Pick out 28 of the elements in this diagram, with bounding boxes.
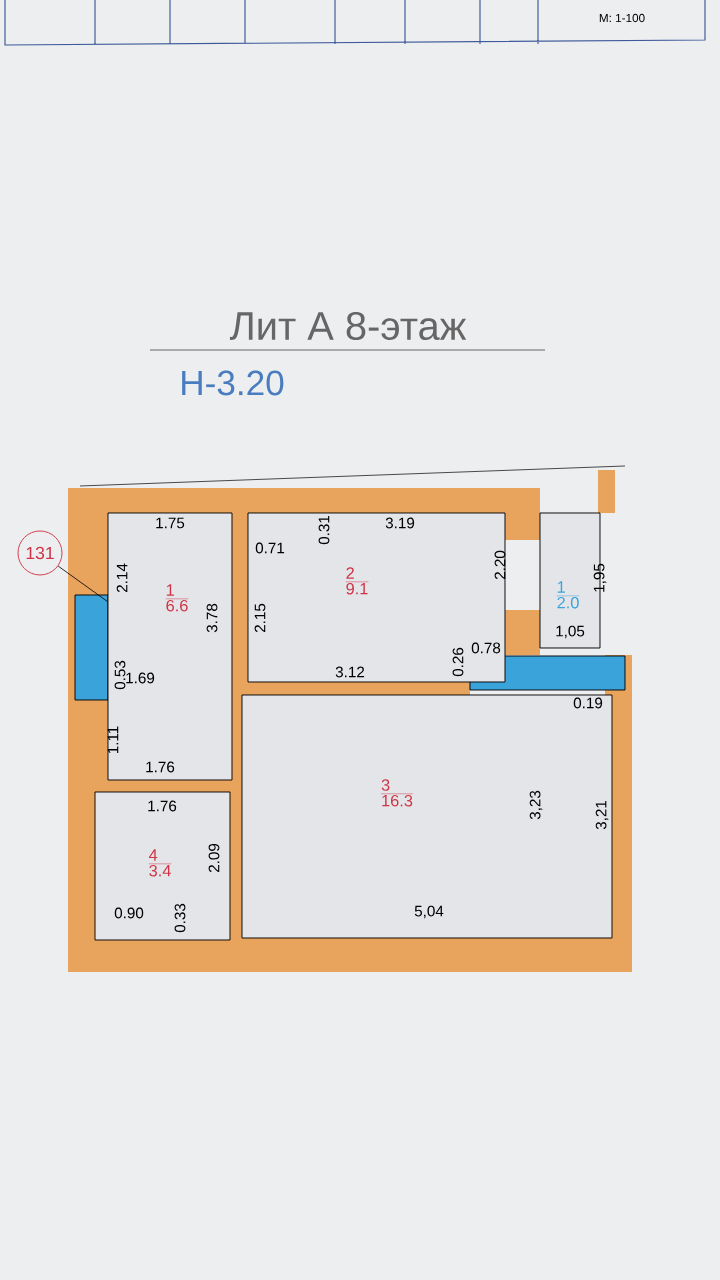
dimension-label: 1.69 bbox=[126, 672, 155, 684]
dimension-label: 1.11 bbox=[107, 726, 119, 754]
dimension-label: 3.19 bbox=[385, 517, 415, 529]
dimension-label: 3,23 bbox=[529, 790, 543, 820]
dimension-label: 0.19 bbox=[573, 697, 603, 709]
dimension-label: 3.78 bbox=[206, 603, 218, 633]
title: Лит А 8-этаж bbox=[229, 311, 467, 341]
dimension-label: 0.71 bbox=[255, 542, 285, 554]
dimension-label: 2.14 bbox=[116, 563, 128, 593]
dimension-label: 2.09 bbox=[208, 843, 220, 873]
dimension-label: 0.53 bbox=[114, 660, 126, 690]
dimension-label: 1.76 bbox=[148, 800, 177, 812]
dimension-label: 2.15 bbox=[254, 603, 266, 633]
dimension-label: 0.31 bbox=[318, 515, 330, 545]
dimension-label: 0.33 bbox=[174, 903, 186, 933]
dimension-label: 1.75 bbox=[156, 517, 185, 529]
dimension-label: 1.76 bbox=[146, 761, 175, 773]
dimension-label: 2.20 bbox=[494, 550, 506, 580]
scale-label: М: 1-100 bbox=[599, 13, 645, 23]
dimension-label: 0.90 bbox=[114, 907, 144, 919]
dimension-label: 1,05 bbox=[556, 625, 585, 639]
dimension-label: 5,04 bbox=[414, 905, 444, 919]
leader-line bbox=[57, 565, 108, 602]
dimension-label: 0.78 bbox=[471, 642, 501, 654]
dimension-label: 0.26 bbox=[452, 647, 464, 677]
height-label: Н-3.20 bbox=[182, 370, 284, 396]
dimension-label: 3.12 bbox=[335, 666, 365, 678]
dimension-label: 3,21 bbox=[595, 800, 609, 830]
